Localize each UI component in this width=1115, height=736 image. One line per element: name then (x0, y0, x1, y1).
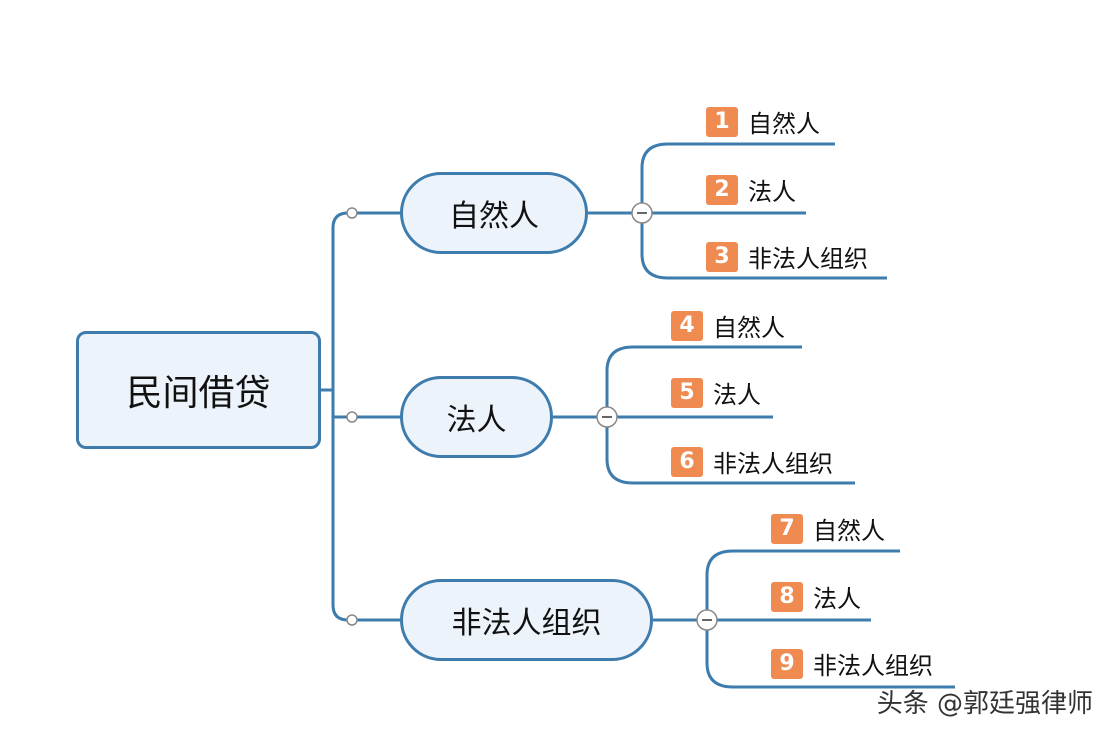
leaf-label: 自然人 (748, 110, 820, 138)
leaf-item-5[interactable]: 5 法人 (671, 375, 761, 410)
leaf-label: 非法人组织 (813, 652, 933, 680)
junction-dot-3 (346, 614, 358, 626)
branch-1-tree (640, 142, 887, 280)
leaf-item-8[interactable]: 8 法人 (771, 579, 861, 614)
trunk-line (331, 211, 349, 622)
leaf-number-badge: 9 (771, 648, 803, 679)
leaf-number-badge: 4 (671, 310, 703, 341)
leaf-number-badge: 5 (671, 377, 703, 408)
branch-label: 法人 (446, 403, 507, 438)
root-node[interactable]: 民间借贷 (76, 331, 321, 449)
branch-node-legal-person[interactable]: 法人 (400, 376, 553, 458)
watermark-text: 头条 @郭廷强律师 (876, 689, 1093, 719)
branch-node-unincorporated-org[interactable]: 非法人组织 (400, 579, 653, 661)
leaf-item-4[interactable]: 4 自然人 (671, 308, 785, 343)
leaf-label: 法人 (813, 585, 861, 613)
leaf-number-badge: 6 (671, 446, 703, 477)
leaf-label: 自然人 (813, 517, 885, 545)
leaf-number-badge: 2 (706, 174, 738, 205)
branch-node-natural-person[interactable]: 自然人 (400, 172, 588, 254)
collapse-toggle-3[interactable] (696, 609, 718, 631)
leaf-label: 法人 (748, 178, 796, 206)
junction-dot-2 (346, 411, 358, 423)
branch-3-tree (705, 549, 955, 689)
leaf-label: 自然人 (713, 314, 785, 342)
leaf-item-2[interactable]: 2 法人 (706, 172, 796, 207)
leaf-label: 法人 (713, 381, 761, 409)
leaf-item-9[interactable]: 9 非法人组织 (771, 646, 933, 681)
leaf-number-badge: 7 (771, 513, 803, 544)
leaf-item-3[interactable]: 3 非法人组织 (706, 239, 868, 274)
leaf-label: 非法人组织 (748, 245, 868, 273)
leaf-label: 非法人组织 (713, 450, 833, 478)
junction-dot-1 (346, 207, 358, 219)
root-label: 民间借贷 (126, 373, 271, 414)
leaf-number-badge: 8 (771, 581, 803, 612)
collapse-toggle-2[interactable] (596, 406, 618, 428)
leaf-item-6[interactable]: 6 非法人组织 (671, 444, 833, 479)
branch-2-tree (605, 345, 855, 485)
collapse-toggle-1[interactable] (631, 202, 653, 224)
leaf-number-badge: 1 (706, 106, 738, 137)
leaf-item-1[interactable]: 1 自然人 (706, 104, 820, 139)
leaf-item-7[interactable]: 7 自然人 (771, 511, 885, 546)
branch-label: 自然人 (449, 199, 539, 234)
branch-label: 非法人组织 (451, 606, 602, 641)
leaf-number-badge: 3 (706, 241, 738, 272)
